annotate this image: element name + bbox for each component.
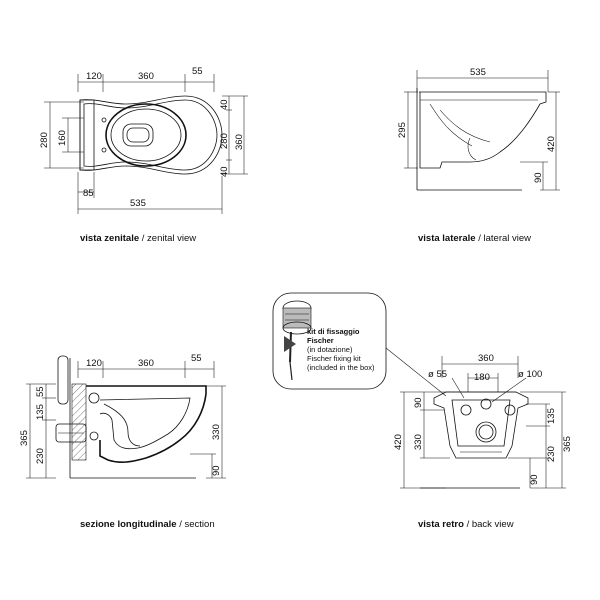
dim-sec-135: 135 xyxy=(35,404,46,420)
dim-sec-360: 360 xyxy=(138,358,154,369)
kit-note: kit di fissaggio Fischer (in dotazione) … xyxy=(307,327,375,372)
section-view: 120 360 55 365 55 135 230 330 xyxy=(19,353,226,530)
dim-back-dia55: ø 55 xyxy=(428,369,447,380)
caption-top-view: vista zenitale / zenital view xyxy=(80,233,196,244)
lateral-view: 535 295 420 90 vista laterale / lateral … xyxy=(397,67,560,244)
top-view: 120 360 55 280 160 40 280 40 xyxy=(39,66,248,244)
dim-top-280: 280 xyxy=(39,132,50,148)
dim-sec-365: 365 xyxy=(19,430,30,446)
dim-top-85: 85 xyxy=(83,188,94,199)
dim-back-180: 180 xyxy=(474,372,490,383)
dim-sec-90: 90 xyxy=(211,465,222,476)
dim-top-120: 120 xyxy=(86,71,102,82)
dim-back-90: 90 xyxy=(413,397,424,408)
dim-back-dia100: ø 100 xyxy=(518,369,542,380)
dim-top-40b: 40 xyxy=(219,166,230,177)
dim-top-40a: 40 xyxy=(219,99,230,110)
dim-back-135: 135 xyxy=(546,408,557,424)
dim-sec-55v: 55 xyxy=(35,386,46,397)
fischer-dowel-icon xyxy=(282,300,312,381)
dim-top-160: 160 xyxy=(57,130,68,146)
dim-top-55: 55 xyxy=(192,66,203,77)
dim-sec-230: 230 xyxy=(35,448,46,464)
dim-back-420: 420 xyxy=(393,434,404,450)
dim-back-330: 330 xyxy=(413,434,424,450)
dim-top-360b: 360 xyxy=(234,134,245,150)
dim-lat-420: 420 xyxy=(546,136,557,152)
caption-lateral-view: vista laterale / lateral view xyxy=(418,233,531,244)
dim-lat-535: 535 xyxy=(470,67,486,78)
caption-section-view: sezione longitudinale / section xyxy=(80,519,215,530)
dim-top-280b: 280 xyxy=(219,133,230,149)
fixing-kit-callout: kit di fissaggio Fischer (in dotazione) … xyxy=(272,292,447,397)
dim-back-365: 365 xyxy=(562,436,573,452)
dim-sec-330: 330 xyxy=(211,424,222,440)
dim-sec-55: 55 xyxy=(191,353,202,364)
dim-back-230: 230 xyxy=(546,446,557,462)
dim-sec-120: 120 xyxy=(86,358,102,369)
dim-lat-295: 295 xyxy=(397,122,408,138)
back-view: 360 180 ø 55 ø 100 420 90 330 xyxy=(393,353,573,530)
dim-back-90b: 90 xyxy=(529,474,540,485)
caption-back-view: vista retro / back view xyxy=(418,519,514,530)
dim-lat-90: 90 xyxy=(533,172,544,183)
dim-top-360: 360 xyxy=(138,71,154,82)
dim-back-360: 360 xyxy=(478,353,494,364)
dim-top-535: 535 xyxy=(130,198,146,209)
